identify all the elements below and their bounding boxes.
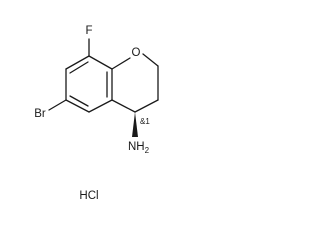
bromine-label: Br xyxy=(34,108,46,120)
chemical-structure: F O Br &1 NH2 HCl xyxy=(34,25,159,202)
fluorine-label: F xyxy=(85,25,92,37)
bond-c3-c4 xyxy=(134,99,159,113)
bond-c8-c8a xyxy=(88,55,113,70)
bond-c4a-c5 xyxy=(88,99,113,113)
bond-c8a-o xyxy=(111,57,131,70)
amine-nh: NH xyxy=(128,141,145,153)
amine-label: NH2 xyxy=(128,141,150,155)
bond-c5-c6 xyxy=(65,99,90,113)
oxygen-label: O xyxy=(132,47,141,59)
bond-c7-c8-inner xyxy=(69,61,89,74)
bond-c6-br xyxy=(48,99,67,111)
bond-c5-c6-inner xyxy=(69,95,89,107)
salt-label: HCl xyxy=(79,190,98,202)
pyran-ring xyxy=(111,53,159,113)
bond-c4-c4a xyxy=(111,99,136,113)
bond-o-c2 xyxy=(142,53,159,67)
benzene-ring xyxy=(65,55,113,113)
amine-subscript: 2 xyxy=(145,146,150,155)
wedge-bond-c4-n xyxy=(132,112,138,137)
bond-c7-c8 xyxy=(65,55,90,70)
stereo-label: &1 xyxy=(140,117,150,126)
